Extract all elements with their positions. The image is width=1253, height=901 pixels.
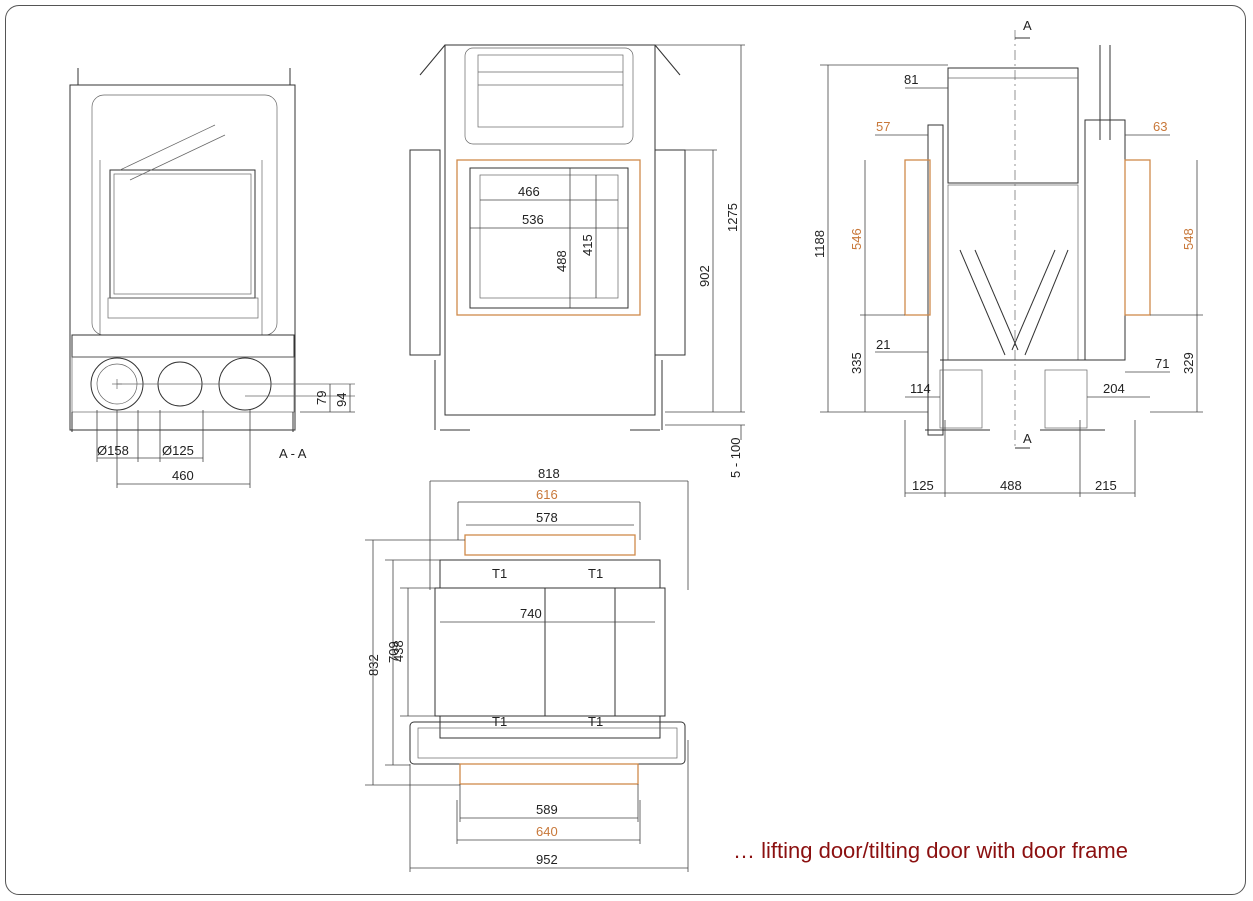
dim-335: 335: [849, 352, 864, 374]
t1-bottom-left: T1: [492, 714, 507, 729]
dim-536: 536: [522, 212, 544, 227]
dim-5-100: 5 - 100: [728, 438, 743, 478]
dim-125-side: 125: [912, 478, 934, 493]
section-marker-bottom: A: [1023, 431, 1032, 446]
top-view: [365, 480, 689, 872]
dim-548: 548: [1181, 228, 1196, 250]
dim-1188: 1188: [812, 230, 827, 258]
dim-640: 640: [536, 824, 558, 839]
dim-740: 740: [520, 606, 542, 621]
t1-top-right: T1: [588, 566, 603, 581]
dim-460: 460: [172, 468, 194, 483]
dim-415: 415: [580, 234, 595, 256]
section-marker-top: A: [1023, 18, 1032, 33]
dim-94: 94: [334, 393, 349, 407]
dim-329: 329: [1181, 352, 1196, 374]
dim-81: 81: [904, 72, 918, 87]
dim-21: 21: [876, 337, 890, 352]
dim-589: 589: [536, 802, 558, 817]
dim-125-dia: Ø125: [162, 443, 194, 458]
dim-546: 546: [849, 228, 864, 250]
dim-71: 71: [1155, 356, 1169, 371]
t1-bottom-right: T1: [588, 714, 603, 729]
dim-616: 616: [536, 487, 558, 502]
side-view: [820, 30, 1203, 497]
t1-top-left: T1: [492, 566, 507, 581]
dim-902: 902: [697, 265, 712, 287]
dim-158: Ø158: [97, 443, 129, 458]
dim-466: 466: [518, 184, 540, 199]
front-view: [409, 44, 745, 440]
dim-204: 204: [1103, 381, 1125, 396]
dim-952: 952: [536, 852, 558, 867]
dim-57: 57: [876, 119, 890, 134]
drawing-caption: … lifting door/tilting door with door fr…: [733, 838, 1128, 863]
dim-63: 63: [1153, 119, 1167, 134]
dim-438: 438: [391, 640, 406, 662]
dim-818: 818: [538, 466, 560, 481]
dim-832: 832: [366, 654, 381, 676]
dim-215: 215: [1095, 478, 1117, 493]
dim-488-side: 488: [1000, 478, 1022, 493]
dim-488-front: 488: [554, 250, 569, 272]
drawing-border: [5, 5, 1246, 895]
dim-709: 709: [386, 641, 401, 663]
dim-578: 578: [536, 510, 558, 525]
section-label: A - A: [279, 446, 307, 461]
dim-79: 79: [314, 391, 329, 405]
section-aa-view: [69, 68, 355, 488]
dim-1275: 1275: [725, 203, 740, 232]
dim-114: 114: [910, 381, 931, 396]
